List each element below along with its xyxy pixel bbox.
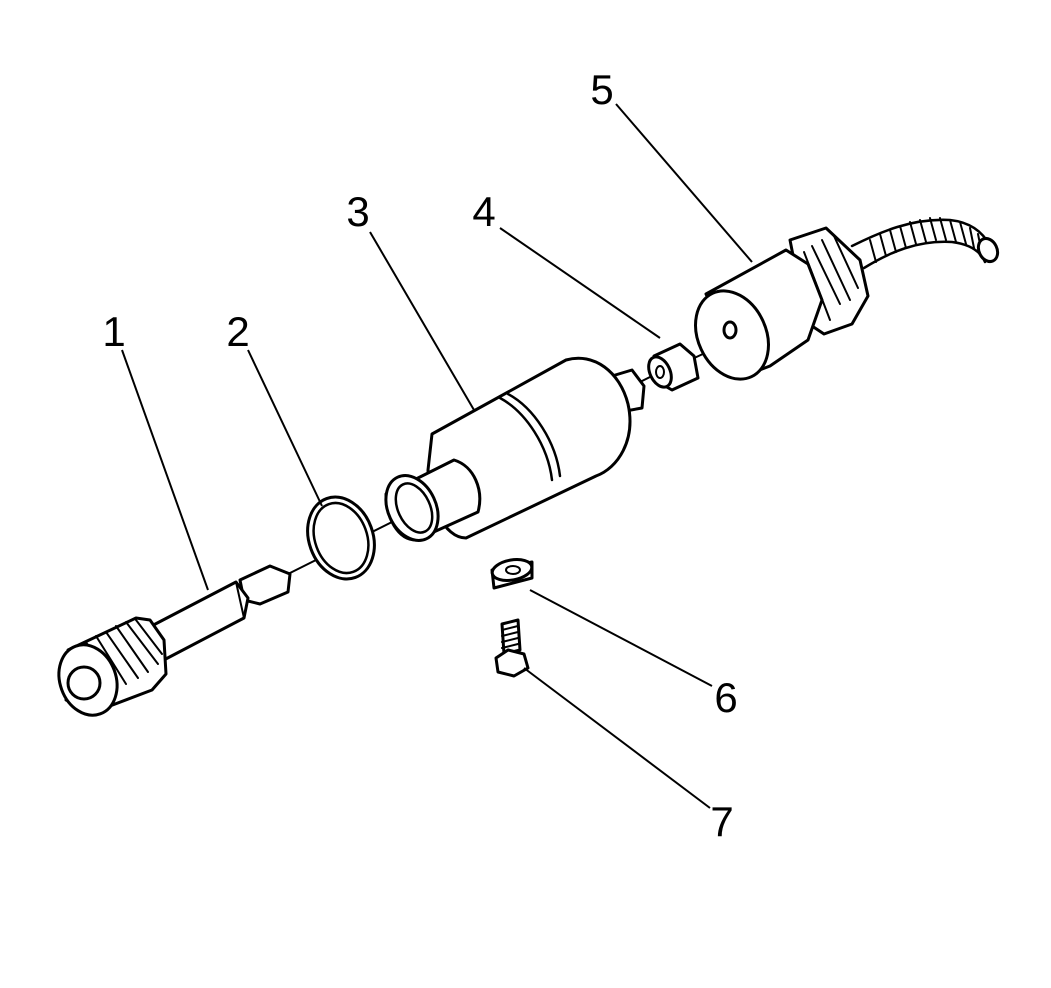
leader-2 [247,349,323,507]
part-1-driven-gear-shaft [57,564,292,717]
part-3-sleeve [384,356,646,542]
leader-6 [529,589,713,687]
leader-4 [499,227,661,339]
callout-3: 3 [346,188,369,235]
part-2-seal-ring [306,495,376,581]
callout-4: 4 [472,188,495,235]
part-5-speed-sensor [694,217,1000,381]
callout-1: 1 [102,308,125,355]
leader-3 [369,231,475,411]
leader-5 [615,103,753,263]
callout-6: 6 [714,674,737,721]
part-4-bushing [647,342,700,392]
leader-1 [121,349,209,591]
callout-2: 2 [226,308,249,355]
part-6-washer [490,558,534,590]
callout-7: 7 [710,798,733,845]
callout-labels: 1 2 3 4 5 6 7 [102,66,737,845]
leader-lines [121,103,753,809]
leader-7 [523,667,711,809]
callout-5: 5 [590,66,613,113]
part-7-bolt [494,618,530,678]
